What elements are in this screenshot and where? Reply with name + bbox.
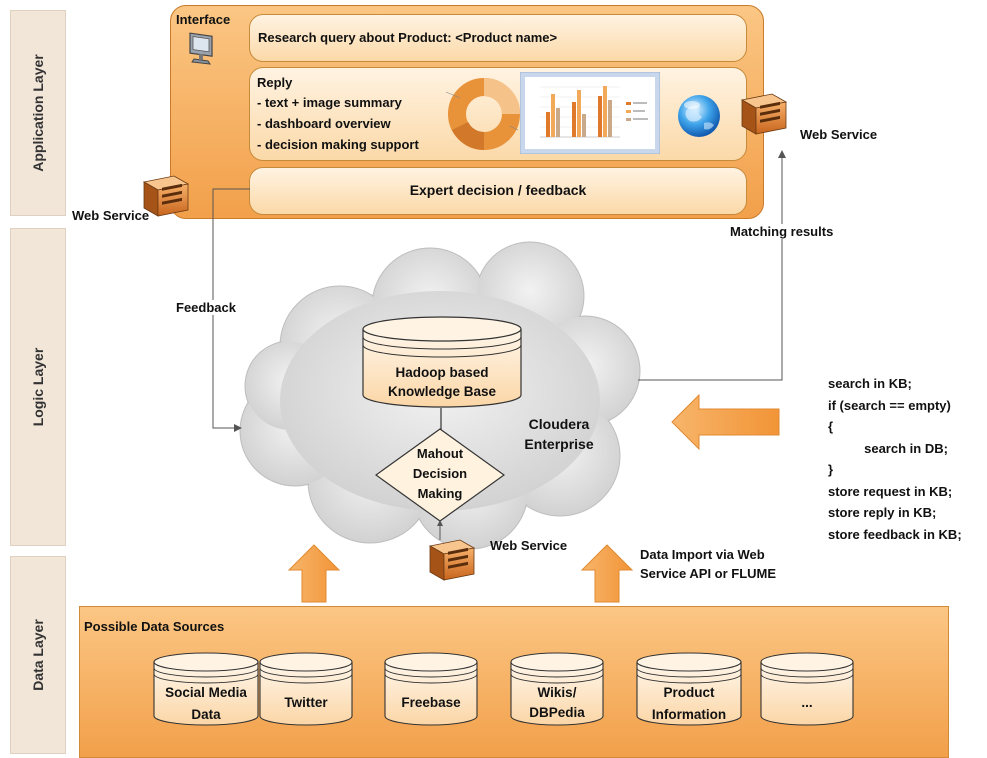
globe-icon [678, 95, 720, 137]
database-icon [362, 316, 522, 408]
code-line: store feedback in KB; [828, 526, 962, 542]
database-icon [760, 652, 854, 726]
mahout-line3: Making [417, 486, 463, 501]
data-source-freebase: Freebase [384, 652, 478, 726]
logic-layer-tab: Logic Layer [10, 228, 66, 546]
feedback-label: Feedback [174, 300, 238, 315]
data-source-line2: Data [191, 707, 221, 722]
data-source-line1: Social Media [165, 685, 247, 700]
data-layer-tab: Data Layer [10, 556, 66, 754]
code-line: store request in KB; [828, 483, 953, 499]
web-service-left-label: Web Service [72, 208, 150, 223]
mahout-line1: Mahout [416, 446, 464, 461]
cloudera-line2: Enterprise [524, 436, 594, 452]
data-source-social-media: Social Media Data [153, 652, 259, 726]
database-icon [259, 652, 353, 726]
server-icon [428, 539, 476, 581]
monitor-icon [189, 32, 213, 65]
data-import-label: Data Import via Web Service API or FLUME [640, 547, 777, 581]
code-line: store reply in KB; [828, 505, 937, 520]
data-source-line2: Information [651, 707, 727, 722]
reply-item: - decision making support [257, 137, 419, 152]
reply-item: - text + image summary [257, 95, 402, 110]
data-source-line1: Freebase [401, 695, 461, 710]
code-line: { [828, 419, 834, 434]
database-icon [153, 652, 259, 726]
data-source-line1: Twitter [284, 695, 328, 710]
database-icon [510, 652, 604, 726]
code-line: } [828, 462, 834, 477]
server-icon [142, 175, 190, 217]
code-line: if (search == empty) [828, 397, 951, 413]
cloudera-line1: Cloudera [528, 416, 590, 432]
application-layer-tab: Application Layer [10, 10, 66, 216]
code-line: search in KB; [828, 376, 912, 391]
data-source-line1: Wikis/ [537, 685, 577, 700]
data-source-wikis: Wikis/ DBPedia [510, 652, 604, 726]
kb-connector [440, 408, 442, 430]
up-arrow-icon [287, 544, 341, 603]
reply-title: Reply [257, 75, 293, 90]
up-arrow-icon [580, 544, 634, 603]
code-line: search in DB; [828, 440, 948, 456]
data-source-line2: DBPedia [529, 705, 585, 720]
reply-item: - dashboard overview [257, 116, 391, 131]
data-source-line1: Product [663, 685, 715, 700]
kb-line2: Knowledge Base [387, 384, 497, 399]
expert-feedback-text: Expert decision / feedback [409, 182, 587, 198]
database-icon [384, 652, 478, 726]
data-source-twitter: Twitter [259, 652, 353, 726]
bar-chart-icon [520, 72, 660, 154]
database-icon [636, 652, 742, 726]
server-icon [740, 93, 788, 135]
left-arrow-icon [671, 394, 780, 450]
data-source-product: Product Information [636, 652, 742, 726]
kb-line1: Hadoop based [395, 365, 489, 380]
web-service-right-label: Web Service [800, 127, 878, 142]
web-service-center-label: Web Service [490, 538, 568, 553]
pseudo-code-block: search in KB; if (search == empty) { sea… [828, 373, 962, 545]
data-source-line1: ... [801, 695, 813, 710]
query-text: Research query about Product: <Product n… [258, 30, 558, 45]
expert-feedback-box[interactable]: Expert decision / feedback [249, 167, 747, 215]
interface-title: Interface [176, 12, 231, 27]
donut-chart-icon [445, 78, 520, 150]
data-sources-title: Possible Data Sources [84, 619, 225, 634]
query-box[interactable]: Research query about Product: <Product n… [249, 14, 747, 62]
mahout-line2: Decision [412, 466, 468, 481]
matching-results-label: Matching results [728, 224, 836, 239]
data-source-more: ... [760, 652, 854, 726]
